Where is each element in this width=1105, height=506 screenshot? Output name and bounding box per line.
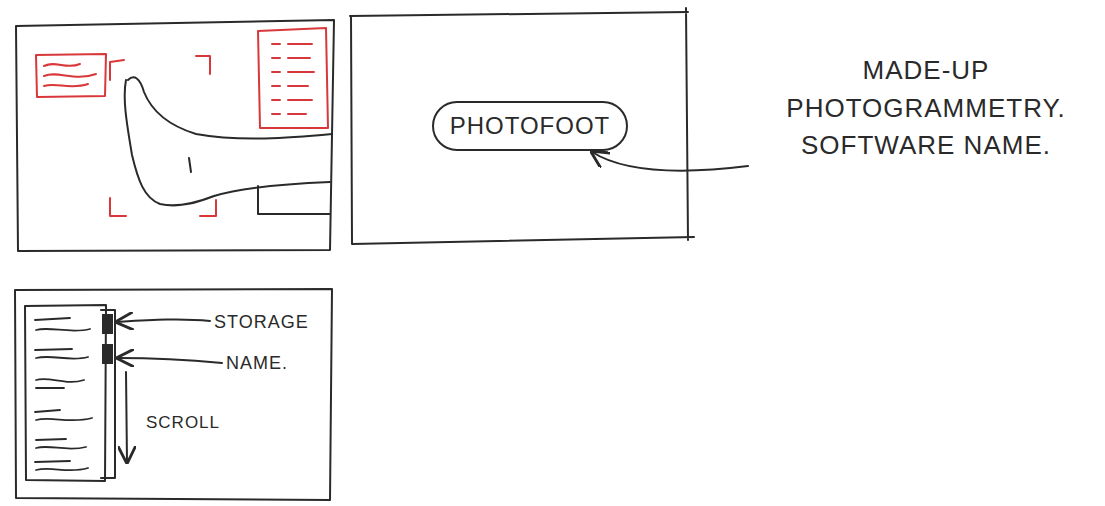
table-sketch [258, 186, 330, 214]
focus-bracket [196, 56, 210, 74]
storage-indicator [102, 314, 113, 334]
name-indicator [102, 344, 113, 364]
foot-sketch [189, 158, 191, 172]
callout-label: SCROLL [146, 411, 256, 436]
storyboard-frame [15, 289, 332, 500]
foot-sketch [125, 80, 330, 205]
callout-label: NAME. [226, 350, 326, 376]
overlay-panel [36, 54, 106, 97]
annotation-note: MADE-UP PHOTOGRAMMETRY. SOFTWARE NAME. [758, 52, 1094, 165]
overlay-scribble [44, 64, 96, 86]
focus-bracket [110, 60, 124, 80]
focus-bracket [110, 198, 126, 216]
leader-line [592, 152, 748, 171]
scroll-bar [101, 310, 115, 478]
storyboard-frame [16, 20, 334, 251]
focus-bracket [200, 200, 216, 216]
leader-line [117, 319, 210, 322]
storyboard-frame [350, 8, 694, 244]
overlay-panel [258, 28, 328, 128]
overlay-scribble [272, 44, 314, 114]
leader-line [118, 358, 222, 363]
list-panel [25, 305, 106, 481]
software-name: PHOTOFOOT [450, 112, 611, 140]
scroll-arrow [126, 372, 127, 462]
list-entry-scribble [35, 318, 92, 470]
callout-label: STORAGE [214, 309, 330, 335]
software-name-box: PHOTOFOOT [432, 101, 628, 151]
